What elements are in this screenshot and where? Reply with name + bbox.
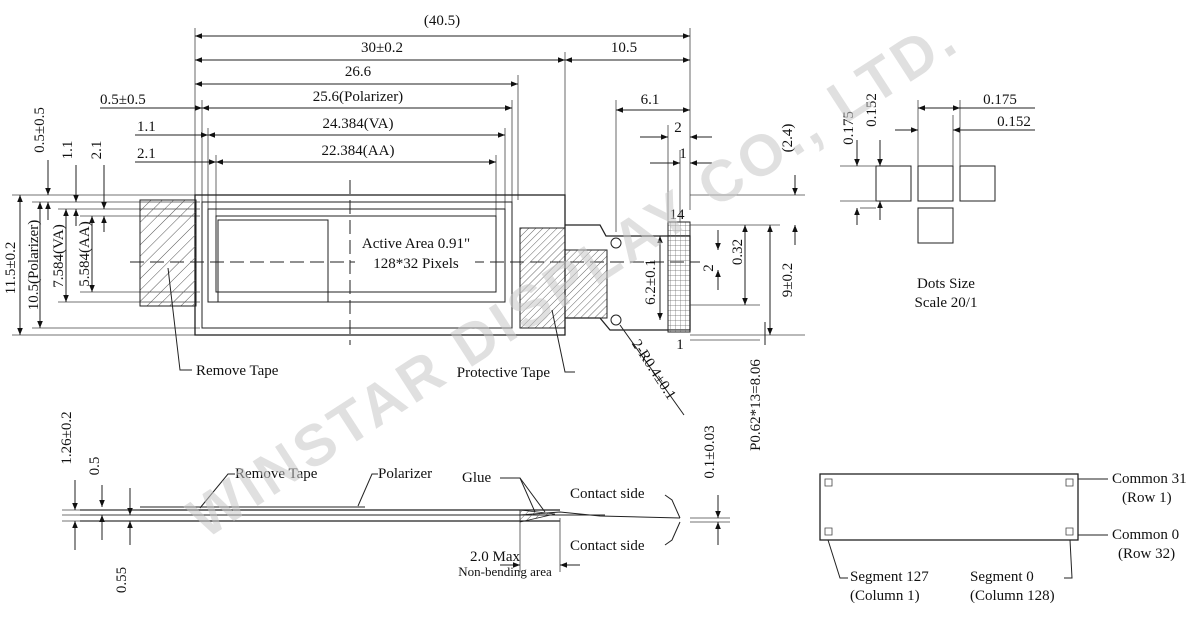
segment127-label: Segment 127 [850, 569, 929, 585]
dim-266: 26.6 [345, 64, 372, 80]
dim-overall: (40.5) [424, 13, 460, 29]
dot-cell [917, 165, 954, 202]
contact-pads [667, 221, 691, 333]
bend-dim: 2.0 Max [470, 549, 520, 565]
row32-label: (Row 32) [1118, 546, 1175, 562]
pixel-map-outline [819, 473, 1079, 541]
dim-2-vertical: 2 [701, 264, 717, 272]
dim-va-width: 24.384(VA) [323, 116, 394, 132]
dim-62: 6.2±0.1 [643, 259, 659, 305]
segment0-label: Segment 0 [970, 569, 1034, 585]
dim-032: 0.32 [730, 239, 746, 265]
dim-aa-width: 22.384(AA) [322, 143, 395, 159]
remove-tape-area [139, 199, 197, 307]
dim-61: 6.1 [641, 92, 660, 108]
dim-1: 1 [679, 146, 687, 162]
dim-outline: 30±0.2 [361, 40, 403, 56]
dim-r04: 2-R0.4±0.1 [628, 337, 679, 403]
side-view: 1.26±0.2 0.5 0.55 Remove Tape Polarizer … [59, 411, 730, 593]
polarizer-label: Polarizer [378, 466, 432, 482]
dim-polarizer-height: 10.5(Polarizer) [26, 220, 42, 310]
common0-label: Common 0 [1112, 527, 1179, 543]
dim-2: 2 [674, 120, 682, 136]
dim-offset-11: 1.1 [137, 119, 156, 135]
dim-v-05: 0.5±0.5 [32, 107, 48, 153]
column128-label: (Column 128) [970, 588, 1055, 604]
dim-v-11: 1.1 [60, 141, 76, 160]
scale-caption: Scale 20/1 [915, 295, 978, 311]
dim-polarizer-width: 25.6(Polarizer) [313, 89, 403, 105]
common31-label: Common 31 [1112, 471, 1187, 487]
non-bending-note: Non-bending area [458, 564, 552, 579]
dim-24: (2.4) [780, 124, 796, 153]
dim-0175-vertical: 0.175 [841, 111, 857, 145]
aa-outline [215, 215, 497, 293]
dim-0152-horizontal: 0.152 [997, 114, 1031, 130]
dim-tail: 10.5 [611, 40, 637, 56]
watermark: WINSTAR DISPLAY CO., LTD. [177, 4, 970, 551]
dim-01: 0.1±0.03 [702, 425, 718, 478]
dim-offset-21: 2.1 [137, 146, 156, 162]
dim-0152-vertical: 0.152 [864, 93, 880, 127]
remove-tape-label: Remove Tape [196, 363, 279, 379]
contact-side-bottom: Contact side [570, 538, 645, 554]
dim-aa-height: 5.584(AA) [77, 221, 93, 286]
dim-pitch: P0.62*13=8.06 [748, 359, 764, 451]
pixel-map: Common 31 (Row 1) Common 0 (Row 32) Segm… [819, 471, 1187, 604]
dim-9: 9±0.2 [780, 263, 796, 297]
pin-14: 14 [670, 207, 686, 223]
dim-height: 11.5±0.2 [3, 242, 19, 295]
dim-055: 0.55 [114, 567, 130, 593]
inner-frame [217, 219, 329, 303]
glue-label: Glue [462, 470, 492, 486]
active-area-label: Active Area 0.91" [362, 236, 470, 252]
dim-side-05: 0.5 [87, 457, 103, 476]
contact-side-top: Contact side [570, 486, 645, 502]
dots-size-caption: Dots Size [917, 276, 975, 292]
dim-126: 1.26±0.2 [59, 411, 75, 464]
va-outline [207, 208, 506, 303]
dots-view: 0.175 0.152 0.175 0.152 Dots Size Scale … [840, 92, 1035, 311]
dot-cell [917, 207, 954, 244]
side-remove-tape-label: Remove Tape [235, 466, 318, 482]
pixel-count-label: 128*32 Pixels [373, 256, 459, 272]
dot-cell [875, 165, 912, 202]
dim-va-height: 7.584(VA) [51, 224, 67, 287]
protective-tape-area [519, 227, 566, 329]
polarizer-outline [201, 201, 513, 329]
dim-v-21: 2.1 [89, 141, 105, 160]
dim-0175-horizontal: 0.175 [983, 92, 1017, 108]
dot-cell [959, 165, 996, 202]
pin-1: 1 [676, 337, 684, 353]
dim-offset-05: 0.5±0.5 [100, 92, 146, 108]
row1-label: (Row 1) [1122, 490, 1172, 506]
column1-label: (Column 1) [850, 588, 920, 604]
protective-tape-label: Protective Tape [457, 365, 551, 381]
